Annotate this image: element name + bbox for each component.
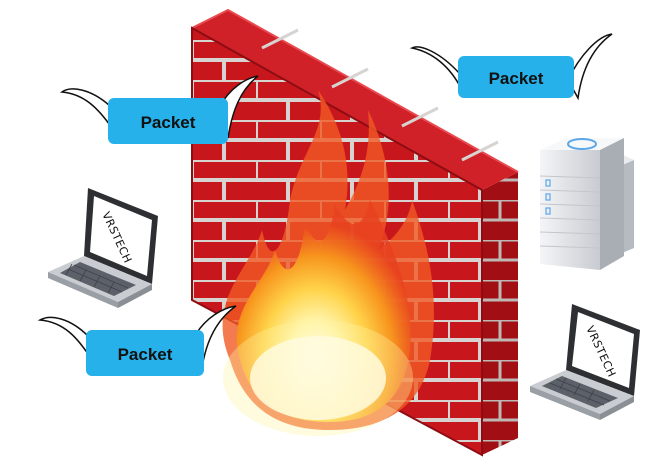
packet-top-right: Packet xyxy=(409,33,613,101)
wing-left-icon xyxy=(37,316,93,361)
wing-right-icon xyxy=(219,75,259,139)
packet-box xyxy=(458,56,574,98)
firewall-side-face xyxy=(482,172,518,455)
packet-label: Packet xyxy=(118,345,173,364)
fire-icon xyxy=(222,90,434,436)
firewall-top-face xyxy=(192,10,518,190)
wing-left-icon xyxy=(409,46,463,91)
laptop-icon: VRSTECH xyxy=(530,304,640,420)
laptop-icon: VRSTECH xyxy=(48,188,158,308)
packet-label: Packet xyxy=(489,69,544,88)
packet-box xyxy=(86,330,204,376)
laptop-screen xyxy=(90,196,152,276)
server-front xyxy=(540,150,600,270)
laptop-keyboard xyxy=(542,376,618,408)
server-power-icon xyxy=(567,138,597,150)
wing-left-icon xyxy=(59,88,114,131)
wing-right-icon xyxy=(567,33,613,101)
packet-top-left: Packet xyxy=(59,75,259,144)
packet-label: Packet xyxy=(141,113,196,132)
server-top xyxy=(540,138,624,150)
server-icon xyxy=(539,138,634,270)
packet-box xyxy=(108,98,228,144)
flame-core xyxy=(250,336,386,420)
laptop-screen xyxy=(572,312,634,388)
packet-bottom-left: Packet xyxy=(37,305,237,376)
